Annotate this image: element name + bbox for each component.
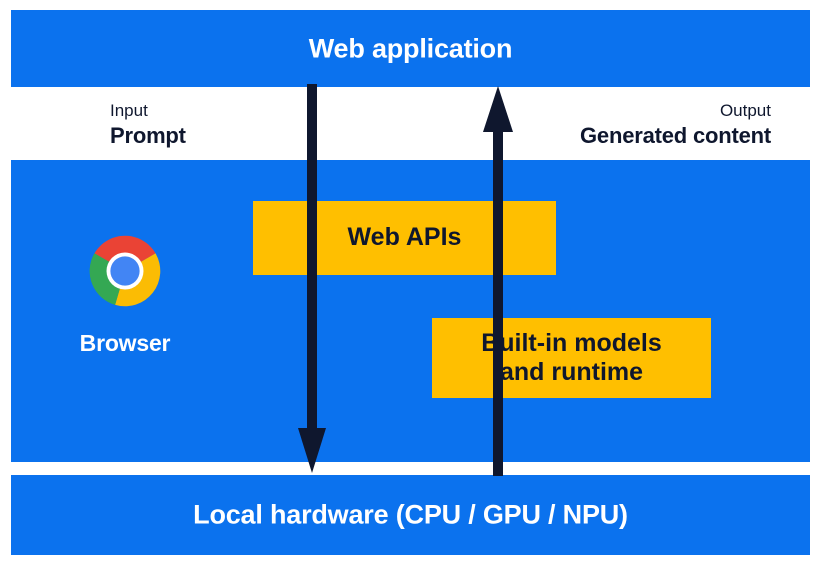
builtin-models-box[interactable]: Built-in models and runtime (432, 318, 711, 398)
output-kicker: Output (719, 101, 771, 120)
browser-group: Browser (46, 228, 204, 357)
input-value: Prompt (110, 123, 186, 149)
builtin-models-label: Built-in models and runtime (481, 329, 662, 388)
web-apis-box[interactable]: Web APIs (253, 201, 556, 275)
web-apis-label: Web APIs (347, 223, 462, 252)
arrow-down-shaft-overlay (307, 201, 317, 275)
arrow-up-shaft-overlay (493, 201, 503, 475)
builtin-models-line2: and runtime (499, 358, 644, 386)
input-kicker: Input (110, 101, 148, 120)
output-annotation: Output Generated content (580, 100, 771, 151)
local-hardware-band: Local hardware (CPU / GPU / NPU) (11, 475, 810, 555)
arrow-down-icon (298, 84, 326, 473)
local-hardware-label: Local hardware (CPU / GPU / NPU) (193, 499, 628, 530)
web-application-band: Web application (11, 10, 810, 87)
output-value: Generated content (580, 123, 771, 149)
input-annotation: Input Prompt (110, 100, 186, 151)
web-application-label: Web application (308, 33, 513, 63)
browser-label: Browser (79, 330, 171, 356)
builtin-models-line1: Built-in models (481, 328, 662, 357)
chrome-logo-icon (89, 235, 161, 307)
